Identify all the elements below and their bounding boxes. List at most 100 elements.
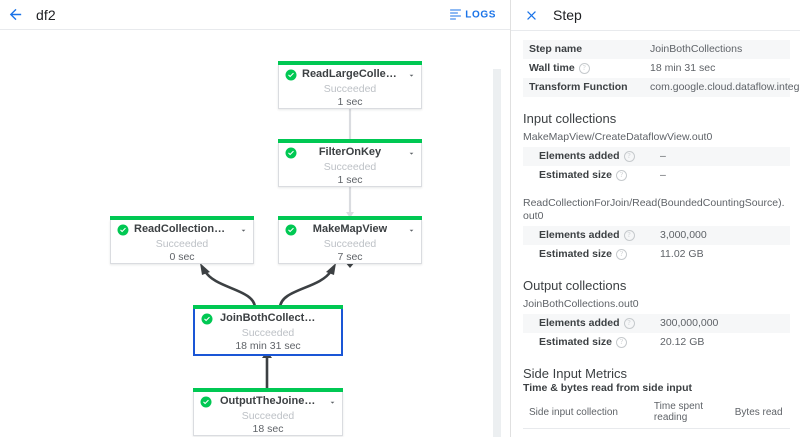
panel-title: Step: [553, 7, 582, 23]
row-label-text: Estimated size: [539, 336, 612, 348]
graph-node-read-collection-for-join[interactable]: ReadCollectionForJoin Succeeded 0 sec: [110, 216, 254, 264]
help-icon[interactable]: ?: [623, 229, 635, 241]
node-status: Succeeded: [323, 238, 377, 250]
table-row: Estimated size? 20.12 GB: [523, 333, 790, 352]
row-label: Step name: [529, 43, 583, 55]
chevron-down-icon[interactable]: [239, 226, 248, 235]
row-label-text: Wall time: [529, 62, 575, 74]
arrow-left-icon: [9, 8, 21, 21]
step-details-panel: Step Step name JoinBothCollections Wall …: [511, 0, 800, 437]
chevron-down-icon[interactable]: [407, 71, 416, 80]
node-title: JoinBothCollections: [220, 312, 316, 324]
node-status: Succeeded: [323, 83, 377, 95]
node-status: Succeeded: [241, 327, 295, 339]
cell-collection: MakeMapView/CreateDataflowView.out0: [523, 428, 718, 437]
output-collection-table-0: Elements added? 300,000,000 Estimated si…: [523, 314, 790, 352]
cell-bytes-read: 10.14 GB: [728, 428, 790, 437]
graph-node-output-the-joined-collection[interactable]: OutputTheJoinedCollec... Succeeded 18 se…: [193, 388, 343, 436]
row-value: com.google.cloud.dataflow.integration.Si…: [650, 81, 800, 93]
chevron-down-icon[interactable]: [328, 398, 337, 407]
row-value: 18 min 31 sec: [650, 62, 716, 74]
row-value: 300,000,000: [660, 317, 719, 329]
check-circle-icon: [200, 396, 212, 408]
node-time: 0 sec: [169, 251, 195, 263]
row-label-text: Estimated size: [539, 248, 612, 260]
graph-vertical-scrollbar[interactable]: [493, 69, 501, 437]
table-row: Elements added? –: [523, 147, 790, 166]
input-collection-table-0: Elements added? – Estimated size? –: [523, 147, 790, 185]
logs-icon: [450, 9, 462, 20]
help-icon[interactable]: ?: [623, 317, 635, 329]
page-title: df2: [36, 6, 56, 23]
collection-name: MakeMapView/CreateDataflowView.out0: [523, 131, 713, 143]
node-status-bar: [278, 139, 422, 143]
help-icon[interactable]: ?: [615, 336, 627, 348]
column-header-time-spent: Time spent reading: [647, 398, 729, 429]
graph-node-filter-on-key[interactable]: FilterOnKey Succeeded 1 sec: [278, 139, 422, 187]
panel-content: Step name JoinBothCollections Wall time?…: [511, 32, 800, 437]
row-value: –: [660, 150, 666, 162]
node-status-bar: [110, 216, 254, 220]
collection-name: ReadCollectionForJoin/Read(BoundedCounti…: [523, 197, 785, 222]
help-icon[interactable]: ?: [623, 150, 635, 162]
output-collections-heading: Output collections: [523, 278, 627, 293]
logs-button[interactable]: LOGS: [450, 9, 496, 20]
node-time: 7 sec: [337, 251, 363, 263]
row-label: Estimated size?: [523, 245, 654, 264]
table-row: MakeMapView/CreateDataflowView.out0 10 m…: [523, 428, 790, 437]
node-status-bar: [278, 216, 422, 220]
back-button[interactable]: [0, 0, 30, 30]
table-row: Elements added? 3,000,000: [523, 226, 790, 245]
table-row: Elements added? 300,000,000: [523, 314, 790, 333]
node-status-bar: [193, 305, 343, 309]
chevron-down-icon[interactable]: [407, 226, 416, 235]
graph-edges: [200, 106, 355, 389]
graph-node-read-large-collection[interactable]: ReadLargeCollectionFr... Succeeded 1 sec: [278, 61, 422, 109]
node-title: ReadLargeCollectionFr...: [302, 68, 398, 80]
row-label: Estimated size?: [523, 333, 654, 352]
job-graph-pane: df2 LOGS: [0, 0, 511, 437]
column-header-bytes-read: Bytes read: [728, 398, 790, 429]
node-status: Succeeded: [155, 238, 209, 250]
node-title: OutputTheJoinedCollec...: [220, 395, 316, 407]
help-icon[interactable]: ?: [578, 62, 590, 74]
row-label-text: Estimated size: [539, 169, 612, 181]
row-label-text: Elements added: [539, 150, 620, 162]
input-collections-heading: Input collections: [523, 111, 617, 126]
node-title: FilterOnKey: [318, 146, 382, 158]
column-header-collection: Side input collection: [523, 398, 648, 429]
step-summary-table: Step name JoinBothCollections Wall time?…: [523, 40, 800, 97]
node-title: ReadCollectionForJoin: [134, 223, 230, 235]
side-input-metrics-heading: Side Input Metrics: [523, 366, 628, 381]
node-time: 18 min 31 sec: [235, 340, 301, 352]
node-time: 1 sec: [337, 96, 363, 108]
graph-node-join-both-collections[interactable]: JoinBothCollections Succeeded 18 min 31 …: [193, 305, 343, 356]
node-status: Succeeded: [241, 410, 295, 422]
row-label: Elements added?: [523, 226, 654, 245]
side-input-metrics-table: Side input collection Time spent reading…: [523, 398, 790, 437]
node-title: MakeMapView: [312, 223, 388, 235]
row-label: Estimated size?: [523, 166, 654, 185]
row-value: 3,000,000: [660, 229, 707, 241]
check-circle-icon: [285, 224, 297, 236]
close-button[interactable]: [517, 1, 545, 29]
input-collection-table-1: Elements added? 3,000,000 Estimated size…: [523, 226, 790, 264]
row-value: –: [660, 169, 666, 181]
top-toolbar: df2 LOGS: [0, 0, 510, 30]
collection-name: JoinBothCollections.out0: [523, 298, 639, 310]
row-label: Transform Function: [529, 81, 628, 93]
node-status-bar: [278, 61, 422, 65]
chevron-down-icon[interactable]: [407, 149, 416, 158]
logs-button-label: LOGS: [465, 9, 496, 20]
help-icon[interactable]: ?: [615, 169, 627, 181]
node-status: Succeeded: [323, 161, 377, 173]
row-label-text: Elements added: [539, 317, 620, 329]
side-input-metrics-subheading: Time & bytes read from side input: [523, 382, 693, 394]
graph-node-make-map-view[interactable]: MakeMapView Succeeded 7 sec: [278, 216, 422, 264]
node-time: 18 sec: [252, 423, 284, 435]
table-header-row: Side input collection Time spent reading…: [523, 398, 790, 429]
row-label: Elements added?: [523, 147, 654, 166]
help-icon[interactable]: ?: [615, 248, 627, 260]
pipeline-graph-canvas[interactable]: ReadLargeCollectionFr... Succeeded 1 sec…: [0, 31, 510, 437]
